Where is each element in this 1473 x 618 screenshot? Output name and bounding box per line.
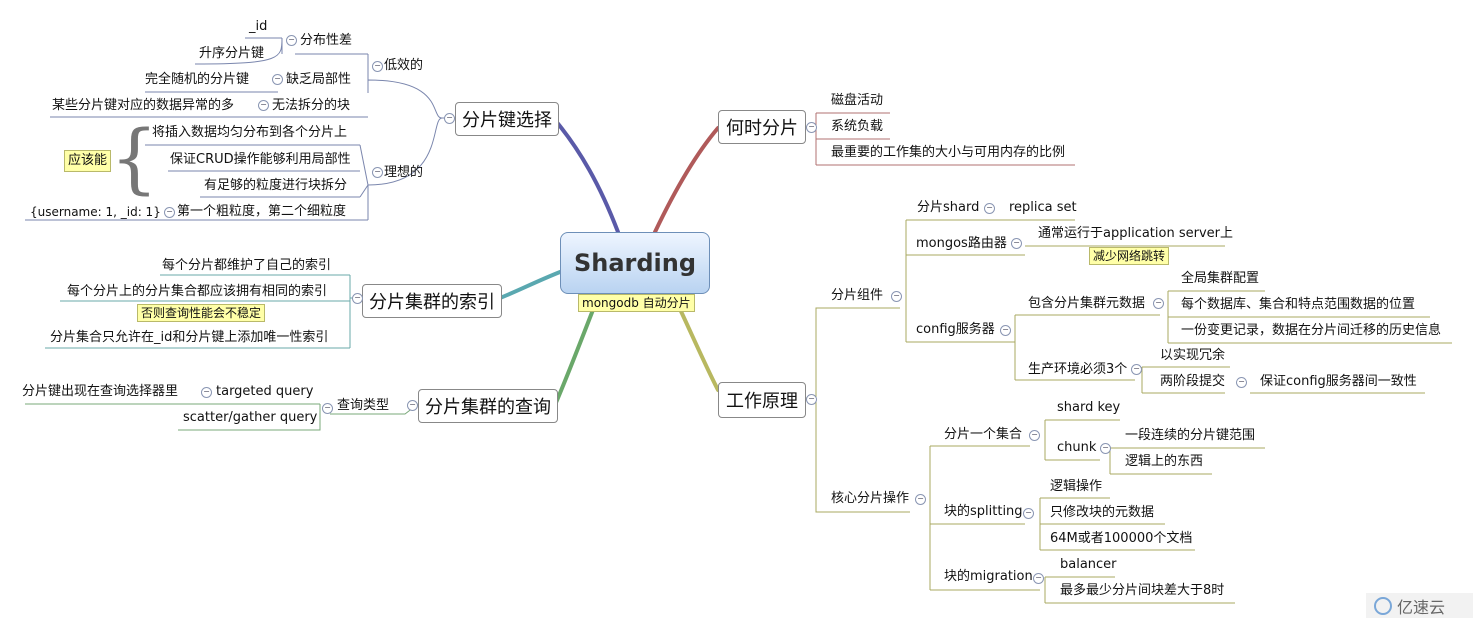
collapse-icon[interactable]: − xyxy=(1236,377,1247,388)
node-mongos[interactable]: mongos路由器 xyxy=(916,236,1007,251)
node-granularity[interactable]: 有足够的粒度进行块拆分 xyxy=(204,178,348,193)
note-should-be-able: 应该能 xyxy=(64,150,112,172)
node-unsplittable[interactable]: 无法拆分的块 xyxy=(272,98,351,113)
root-note: mongodb 自动分片 xyxy=(578,294,695,312)
node-query-type[interactable]: 查询类型 xyxy=(337,398,390,413)
node-working-set[interactable]: 最重要的工作集的大小与可用内存的比例 xyxy=(831,145,1066,160)
node-poor-distribution[interactable]: 分布性差 xyxy=(300,33,353,48)
node-change-log[interactable]: 一份变更记录，数据在分片间迁移的历史信息 xyxy=(1181,323,1442,338)
node-config-server[interactable]: config服务器 xyxy=(916,322,995,337)
node-redundancy[interactable]: 以实现冗余 xyxy=(1160,348,1226,363)
collapse-icon[interactable]: − xyxy=(806,122,817,133)
topic-cluster-index[interactable]: 分片集群的索引 xyxy=(362,284,502,318)
collapse-icon[interactable]: − xyxy=(1000,325,1011,336)
node-unique-index[interactable]: 分片集合只允许在_id和分片键上添加唯一性索引 xyxy=(50,330,329,345)
node-same-index[interactable]: 每个分片上的分片集合都应该拥有相同的索引 xyxy=(67,284,328,299)
node-logical-op[interactable]: 逻辑操作 xyxy=(1050,479,1103,494)
node-compound-key[interactable]: {username: 1, _id: 1} xyxy=(30,205,161,219)
collapse-icon[interactable]: − xyxy=(272,74,283,85)
node-index-per-shard[interactable]: 每个分片都维护了自己的索引 xyxy=(162,258,332,273)
node-two-phase-commit[interactable]: 两阶段提交 xyxy=(1160,374,1226,389)
collapse-icon[interactable]: − xyxy=(1100,443,1111,454)
node-chunk[interactable]: chunk xyxy=(1057,440,1097,455)
node-consistency[interactable]: 保证config服务器间一致性 xyxy=(1260,374,1417,389)
node-data-location[interactable]: 每个数据库、集合和特点范围数据的位置 xyxy=(1181,297,1416,312)
collapse-icon[interactable]: − xyxy=(444,113,455,124)
node-coarse-fine[interactable]: 第一个粗粒度，第二个细粒度 xyxy=(177,204,347,219)
watermark-text: 亿速云 xyxy=(1397,597,1446,617)
node-chunk-size[interactable]: 64M或者100000个文档 xyxy=(1050,531,1193,546)
collapse-icon[interactable]: − xyxy=(372,61,383,72)
collapse-icon[interactable]: − xyxy=(201,387,212,398)
collapse-icon[interactable]: − xyxy=(1029,430,1040,441)
node-components[interactable]: 分片组件 xyxy=(831,288,884,303)
collapse-icon[interactable]: − xyxy=(164,207,175,218)
watermark-logo: 亿速云 xyxy=(1366,593,1473,618)
collapse-icon[interactable]: − xyxy=(1033,573,1044,584)
topic-how-it-works[interactable]: 工作原理 xyxy=(718,382,806,418)
node-ascending-key[interactable]: 升序分片键 xyxy=(199,46,265,61)
node-key-range[interactable]: 一段连续的分片键范围 xyxy=(1125,428,1256,443)
node-system-load[interactable]: 系统负载 xyxy=(831,119,884,134)
collapse-icon[interactable]: − xyxy=(915,494,926,505)
topic-cluster-query[interactable]: 分片集群的查询 xyxy=(418,389,558,423)
node-random-key[interactable]: 完全随机的分片键 xyxy=(145,72,250,87)
collapse-icon[interactable]: − xyxy=(984,203,995,214)
node-cluster-metadata[interactable]: 包含分片集群元数据 xyxy=(1028,296,1146,311)
collapse-icon[interactable]: − xyxy=(1023,508,1034,519)
collapse-icon[interactable]: − xyxy=(322,403,333,414)
node-hot-key[interactable]: 某些分片键对应的数据异常的多 xyxy=(52,98,235,113)
node-inefficient[interactable]: 低效的 xyxy=(384,58,424,73)
collapse-icon[interactable]: − xyxy=(1131,364,1142,375)
note-unstable-query: 否则查询性能会不稳定 xyxy=(137,304,266,322)
node-logical-thing[interactable]: 逻辑上的东西 xyxy=(1125,454,1204,469)
collapse-icon[interactable]: − xyxy=(1153,298,1164,309)
node-shard-collection[interactable]: 分片一个集合 xyxy=(944,427,1023,442)
node-chunk-diff[interactable]: 最多最少分片间块差大于8时 xyxy=(1060,583,1225,598)
node-splitting[interactable]: 块的splitting xyxy=(944,504,1023,519)
node-three-configs[interactable]: 生产环境必须3个 xyxy=(1028,362,1128,377)
collapse-icon[interactable]: − xyxy=(1011,238,1022,249)
node-core-ops[interactable]: 核心分片操作 xyxy=(831,491,910,506)
node-disk-activity[interactable]: 磁盘活动 xyxy=(831,93,884,108)
node-targeted-query[interactable]: targeted query xyxy=(216,384,314,399)
node-shard[interactable]: 分片shard xyxy=(917,200,980,215)
logo-icon xyxy=(1374,596,1392,615)
node-shard-key[interactable]: shard key xyxy=(1057,400,1121,415)
collapse-icon[interactable]: − xyxy=(286,35,297,46)
collapse-icon[interactable]: − xyxy=(372,167,383,178)
node-targeted-note[interactable]: 分片键出现在查询选择器里 xyxy=(22,384,179,399)
topic-when-to-shard[interactable]: 何时分片 xyxy=(718,110,806,144)
root-node[interactable]: Sharding xyxy=(560,232,710,294)
topic-shard-key[interactable]: 分片键选择 xyxy=(455,102,559,136)
collapse-icon[interactable]: − xyxy=(407,400,418,411)
collapse-icon[interactable]: − xyxy=(891,291,902,302)
node-ideal[interactable]: 理想的 xyxy=(384,165,424,180)
node-even-insert[interactable]: 将插入数据均匀分布到各个分片上 xyxy=(152,125,348,140)
collapse-icon[interactable]: − xyxy=(258,100,269,111)
node-scatter-gather[interactable]: scatter/gather query xyxy=(183,410,318,425)
brace-icon: { xyxy=(110,113,159,202)
node-id[interactable]: _id xyxy=(249,19,268,34)
collapse-icon[interactable]: − xyxy=(352,293,363,304)
collapse-icon[interactable]: − xyxy=(806,394,817,405)
node-global-config[interactable]: 全局集群配置 xyxy=(1181,271,1260,286)
node-balancer[interactable]: balancer xyxy=(1060,557,1117,572)
node-app-server[interactable]: 通常运行于application server上 xyxy=(1038,226,1233,241)
node-no-locality[interactable]: 缺乏局部性 xyxy=(286,72,352,87)
node-metadata-only[interactable]: 只修改块的元数据 xyxy=(1050,505,1155,520)
node-crud-locality[interactable]: 保证CRUD操作能够利用局部性 xyxy=(170,152,351,167)
note-fewer-hops: 减少网络跳转 xyxy=(1089,247,1170,265)
node-migration[interactable]: 块的migration xyxy=(944,569,1033,584)
node-replica-set[interactable]: replica set xyxy=(1009,200,1077,215)
